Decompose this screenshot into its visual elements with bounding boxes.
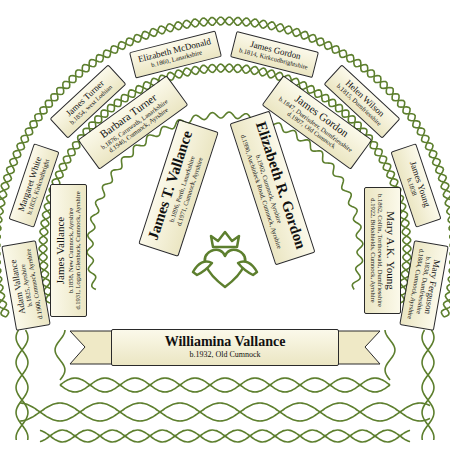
ancestor-scroll: Mary A.K. Youngb.1862, Collin, Torthorwa… — [364, 187, 401, 314]
knot-strand — [39, 64, 411, 303]
knot-strand — [422, 330, 434, 440]
life-dates: b.1858, New Cumnock, Ayrshire — [66, 190, 73, 311]
knot-strand — [16, 330, 28, 440]
ribbon-tail — [336, 331, 380, 364]
knot-strand — [20, 403, 430, 421]
crown — [211, 232, 239, 247]
knot-strand — [40, 430, 410, 442]
knot-strand — [39, 64, 411, 303]
person-name: James Turner — [56, 72, 113, 126]
knot-strand — [16, 330, 28, 440]
knot-strand — [60, 378, 390, 392]
claddagh-symbol — [193, 232, 257, 287]
life-dates: d.1931, Logan Glenbuck, Cumnock, Ayrshir… — [74, 190, 81, 311]
hand — [238, 261, 257, 275]
ancestor-scroll: James Gordonb.1814, Kirkcudbrightshire — [230, 31, 319, 78]
life-dates: b.1862, Collin, Torthorwald, Dumfriesshi… — [376, 193, 383, 308]
heart — [205, 250, 245, 287]
ancestor-scroll: Elizabeth McDonaldb.1860, Lanarkshire — [129, 30, 222, 78]
knot-strand — [55, 330, 65, 380]
knot-strand — [0, 17, 450, 317]
person-name: Williamina Vallance — [120, 334, 330, 350]
ancestor-scroll: James T. Vallanceb.1896, Perth, Lanarksh… — [138, 119, 218, 257]
ribbon-tail — [70, 331, 114, 364]
knot-strand — [422, 330, 434, 440]
life-dates: d.1922, Birkshields, Cumnock, Ayrshire — [369, 193, 376, 308]
ancestor-scroll: Adam Vallanceb.1825, Ayrshired.1900, Cum… — [1, 240, 50, 331]
ancestor-scroll: James Vallanceb.1858, New Cumnock, Ayrsh… — [50, 184, 87, 317]
knot-strand — [40, 430, 410, 442]
knot-strand — [0, 17, 450, 317]
knotwork — [0, 17, 450, 442]
hand — [193, 261, 212, 275]
knot-strand — [60, 378, 390, 392]
person-name: Mary A.K. Young — [384, 193, 397, 308]
knot-strand — [20, 403, 430, 421]
ancestor-scroll: Mary Fergusonb.1838, Dumfriesshired.1884… — [399, 240, 448, 331]
person-name: James Vallance — [54, 190, 67, 311]
life-dates: b.1932, Old Cumnock — [120, 350, 330, 359]
name-banner: Williamina Vallanceb.1932, Old Cumnock — [111, 329, 339, 366]
person-name: Helen Wilson — [337, 72, 394, 126]
knot-strand — [385, 330, 395, 380]
